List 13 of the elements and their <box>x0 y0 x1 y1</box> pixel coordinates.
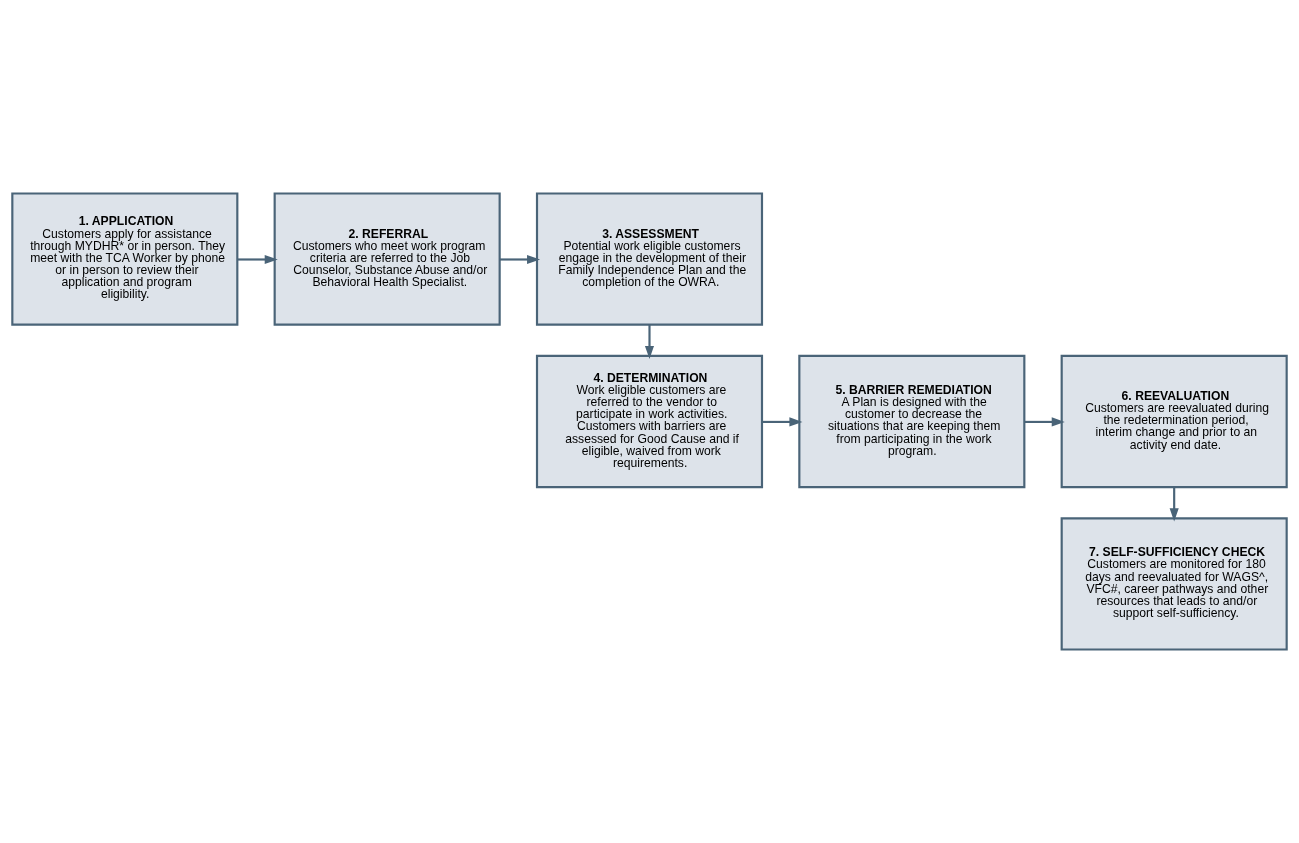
node-box: 5. BARRIER REMEDIATION A Plan is designed with the customer to decrease the situations that are keeping them from participating in the work program. <box>798 354 1026 489</box>
node-box: 1. APPLICATION Customers apply for assistance through MYDHR* or in person. They meet with the TCA Worker by phone or in person to review their application and program eligibility. <box>11 192 239 326</box>
arrow <box>762 417 803 427</box>
node-box: 6. REEVALUATION Customers are reevaluated during the redetermination period, interim change and prior to an activity end date. <box>1060 354 1288 489</box>
node-box: 7. SELF-SUFFICIENCY CHECK Customers are monitored for 180 days and reevaluated for WAGS^, VFC#, career pathways and other resources that leads to and/or support self-sufficiency. <box>1060 517 1288 651</box>
node-box: 2. REFERRAL Customers who meet work program criteria are referred to the Job Counselor, Substance Abuse and/or Behavioral Health Specialist. <box>273 192 501 326</box>
arrow <box>499 254 541 265</box>
arrow <box>1169 487 1179 522</box>
arrow <box>644 324 655 359</box>
arrow <box>1024 417 1065 427</box>
arrow <box>237 254 278 265</box>
node-box: 4. DETERMINATION Work eligible customers are referred to the vendor to participate in work activities. Customers with barriers are assessed for Good Cause and if eligible, waived from work requirements. <box>535 354 764 489</box>
node-box: 3. ASSESSMENT Potential work eligible customers engage in the development of their Family Independence Plan and the completion of the OWRA. <box>535 192 764 326</box>
